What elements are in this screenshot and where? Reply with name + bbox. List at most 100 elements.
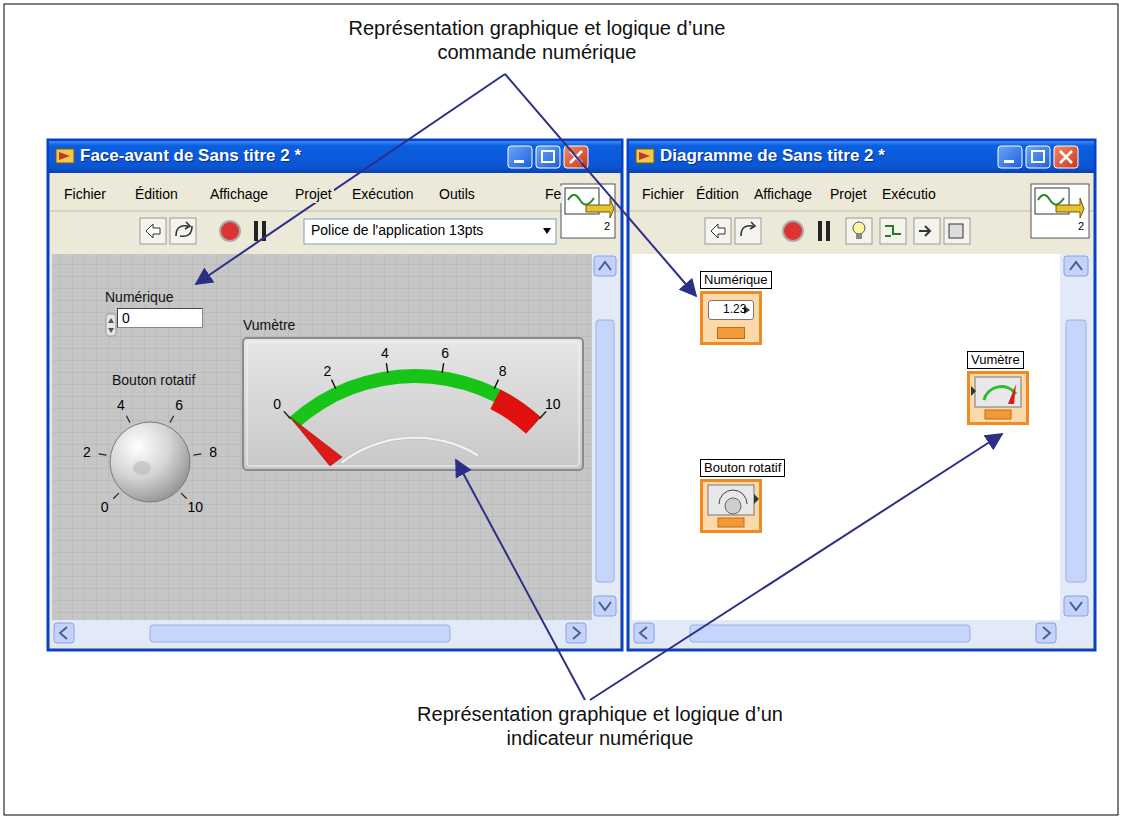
meter-scale: 6 — [441, 345, 449, 362]
block-diagram-window-part — [639, 152, 650, 160]
front-panel-window-part — [599, 602, 611, 610]
rotary-knob-part — [181, 493, 187, 499]
rotary-knob — [99, 416, 202, 502]
block-diagram-window-part — [636, 149, 654, 163]
block-diagram-window-part — [1031, 184, 1089, 238]
block-diagram-window-part — [735, 218, 761, 244]
front-panel-window-part — [60, 627, 67, 639]
menu-item: Affichage — [752, 186, 814, 203]
knob-scale: 0 — [101, 499, 109, 516]
menu-item: Outils — [437, 186, 477, 203]
front-panel-window-part — [304, 219, 556, 244]
front-panel-window-part — [150, 625, 450, 642]
terminal-label-row: Vumètre — [967, 350, 1029, 369]
callout-arrows-part — [456, 460, 585, 700]
knob-scale: 2 — [83, 444, 91, 461]
rotary-knob-part — [113, 493, 119, 499]
rotary-knob-part — [126, 416, 130, 423]
knob-scale: 6 — [175, 397, 183, 414]
meter-dial-part — [386, 363, 387, 373]
diagram-terminal: Numérique 1.23 — [700, 270, 772, 345]
front-panel-window-part — [52, 620, 618, 646]
terminal-icon — [700, 479, 762, 533]
connector-count: 2 — [604, 220, 610, 233]
block-diagram-window-part — [705, 218, 731, 244]
front-panel-window-part — [176, 222, 190, 236]
callout-arrows — [196, 74, 1002, 700]
block-diagram-window-part — [1054, 146, 1078, 168]
terminal-label: Vumètre — [967, 351, 1024, 369]
meter-dial — [243, 338, 583, 470]
front-panel-window-part — [596, 320, 614, 582]
callout-text: Représentation graphique et logique d’un… — [340, 16, 734, 64]
diagram-terminal: Vumètre — [967, 350, 1029, 425]
front-panel-window-part — [54, 623, 74, 643]
block-diagram-window-part — [949, 224, 963, 238]
block-diagram-window-part — [632, 620, 1092, 646]
front-panel-window-part — [180, 226, 192, 236]
terminal-icon — [967, 371, 1029, 425]
panel-object: Vumètre — [243, 317, 295, 333]
menu-item: Affichage — [208, 186, 270, 203]
meter-dial-part — [243, 338, 583, 470]
menu-item: Projet — [828, 186, 869, 203]
rotary-knob-part — [170, 416, 174, 423]
meter-dial-part — [494, 380, 498, 389]
block-diagram-window-part — [741, 222, 755, 236]
menu-item: Exécutio — [880, 186, 938, 203]
block-diagram-window-part — [628, 140, 1095, 650]
rotary-knob-part — [110, 422, 190, 502]
front-panel-window-part — [592, 254, 618, 620]
menu-item: Projet — [293, 186, 334, 203]
terminal-value: 1.23 — [723, 302, 746, 316]
meter-dial-part — [247, 342, 579, 466]
meter-scale: 2 — [323, 362, 331, 379]
meter-dial-part — [332, 380, 336, 389]
meter-dial-part — [442, 363, 443, 373]
meter-dial-part — [341, 436, 480, 464]
block-diagram-window-part — [1064, 596, 1088, 616]
meter-dial-part — [539, 411, 546, 418]
diagram-terminal: Bouton rotatif — [700, 458, 785, 533]
meter-scale: 0 — [273, 396, 281, 413]
block-diagram-window-part — [1032, 151, 1044, 162]
front-panel-window-part — [170, 218, 196, 244]
front-panel-window-part — [59, 152, 70, 160]
menu-item: Fichier — [640, 186, 686, 203]
spinner-buttons-part — [108, 328, 114, 333]
front-panel-window-part — [220, 221, 240, 241]
numeric-value: 0 — [117, 308, 203, 328]
front-panel-window-part — [514, 160, 524, 163]
block-diagram-window-part — [856, 234, 862, 239]
meter-dial-part — [490, 389, 540, 433]
menu-item: Édition — [133, 186, 180, 203]
terminal-label: Bouton rotatif — [700, 459, 785, 477]
front-panel-window-part — [594, 256, 616, 276]
app-window: Diagramme de Sans titre 2 *Numérique1.23… — [628, 140, 1095, 650]
font-selector: Police de l'application 13pts — [309, 222, 485, 239]
block-diagram-window-part — [944, 218, 970, 244]
terminal-label-row: Bouton rotatif — [700, 458, 785, 477]
block-diagram-window-part — [1038, 195, 1064, 205]
front-panel-window-part — [254, 221, 258, 241]
rotary-knob-part — [193, 454, 201, 455]
window-title: Face-avant de Sans titre 2 * — [80, 146, 301, 166]
front-panel-window-part — [568, 195, 594, 205]
front-panel-window-part — [146, 224, 160, 238]
meter-scale: 4 — [381, 345, 389, 362]
block-diagram-window-part — [880, 218, 906, 244]
block-diagram-window-part — [1043, 627, 1050, 639]
block-diagram-window-part — [818, 221, 822, 241]
terminal-glyph — [970, 374, 1026, 422]
menu-item: Fe — [543, 186, 563, 203]
front-panel-window-part — [56, 149, 74, 163]
spinner-buttons — [106, 314, 116, 336]
terminal-label: Numérique — [700, 271, 772, 289]
front-panel-window-part — [50, 211, 620, 212]
callout-text: Représentation graphique et logique d’un… — [403, 702, 797, 750]
front-panel-window-part — [536, 146, 560, 168]
front-panel-window-part — [49, 141, 621, 173]
block-diagram-window-part — [629, 141, 1094, 173]
